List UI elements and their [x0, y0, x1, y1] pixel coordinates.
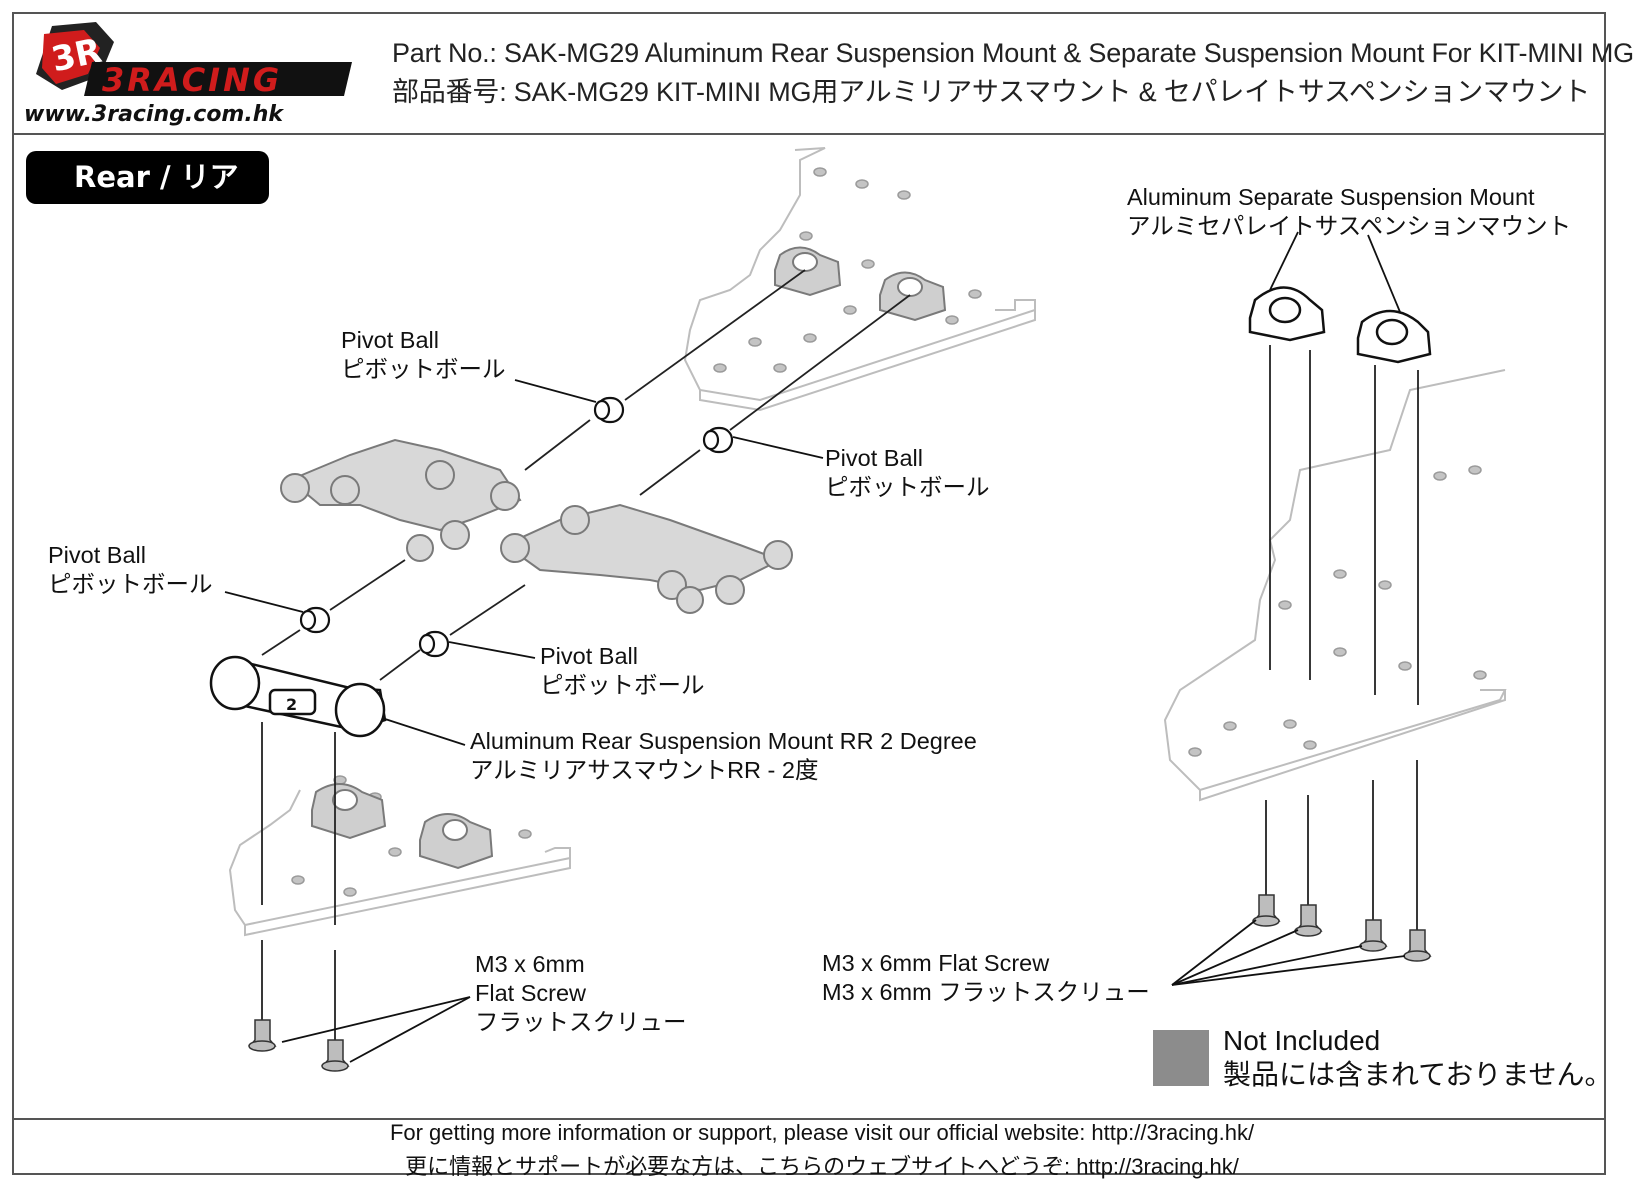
- header-divider: [12, 133, 1606, 135]
- section-tag-rear: Rear / リア: [26, 151, 269, 204]
- flat-screws: [248, 894, 1432, 1072]
- upper-chassis-plate: [683, 147, 1036, 402]
- title-english: Part No.: SAK-MG29 Aluminum Rear Suspens…: [392, 38, 1634, 68]
- footer-divider: [12, 1118, 1606, 1120]
- label-rear-suspension-mount: Aluminum Rear Suspension Mount RR 2 Degr…: [470, 728, 977, 783]
- brand-logo: 3R 3RACING www.3racing.com.hk: [24, 22, 352, 127]
- suspension-arms: [280, 438, 793, 614]
- rear-suspension-mount: 2: [209, 655, 387, 738]
- not-included-swatch: [1153, 1030, 1209, 1086]
- right-chassis-plate: [1163, 369, 1507, 792]
- brand-website: www.3racing.com.hk: [24, 102, 284, 127]
- footer-japanese: 更に情報とサポートが必要な方は、こちらのウェブサイトへどうぞ: http://3…: [405, 1154, 1239, 1179]
- stock-mounts: [311, 246, 947, 870]
- lower-chassis-plate: [228, 789, 571, 927]
- pivot-balls: [299, 396, 734, 658]
- footer-english: For getting more information or support,…: [389, 1120, 1255, 1145]
- separate-suspension-mounts: [1248, 286, 1432, 364]
- page-frame: [12, 12, 1606, 1175]
- brand-name: 3RACING: [102, 61, 282, 99]
- title-japanese: 部品番号: SAK-MG29 KIT-MINI MG用アルミリアサスマウント &…: [392, 77, 1591, 107]
- mount-engraving: 2: [286, 695, 297, 714]
